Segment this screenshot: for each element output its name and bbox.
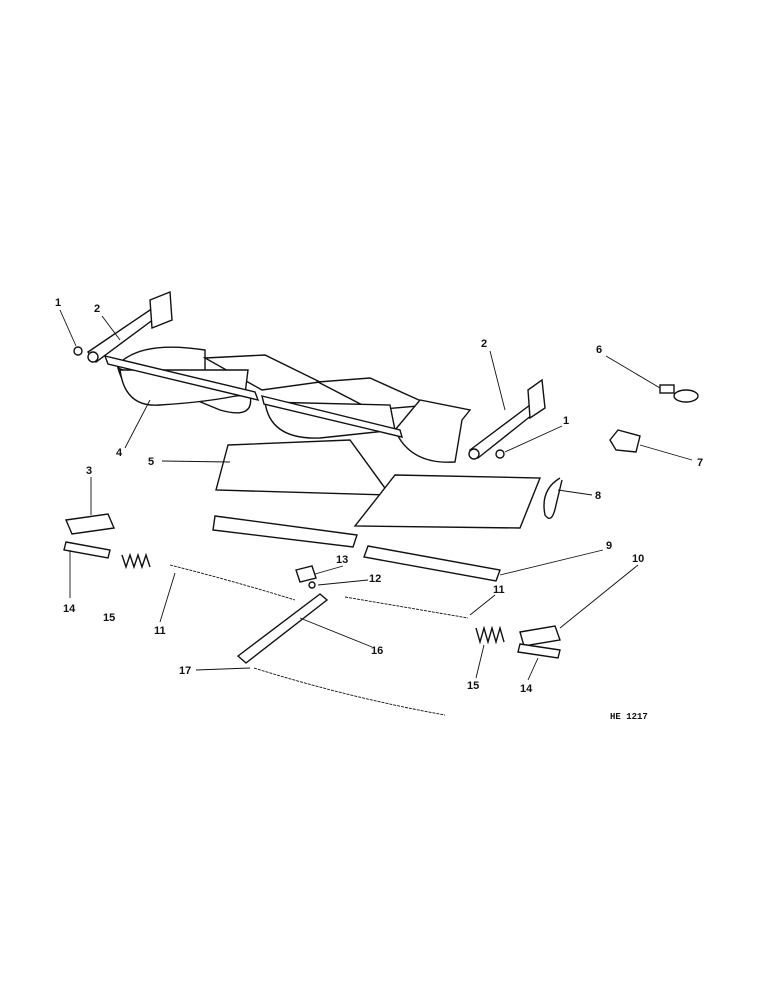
bar-right bbox=[363, 545, 501, 582]
callout-2: 2 bbox=[94, 303, 100, 315]
right-spring bbox=[475, 625, 505, 645]
right-washer bbox=[495, 449, 505, 459]
bar-left bbox=[212, 515, 358, 548]
left-washer bbox=[73, 346, 83, 356]
callout-17: 17 bbox=[179, 665, 191, 677]
callout-15: 15 bbox=[103, 612, 115, 624]
callout-14: 14 bbox=[63, 603, 76, 615]
callout-5: 5 bbox=[148, 456, 154, 468]
callout-3: 3 bbox=[86, 465, 92, 477]
left-mounting-arm bbox=[86, 290, 173, 363]
callout-15: 15 bbox=[467, 680, 479, 692]
cable bbox=[253, 667, 446, 716]
callout-11: 11 bbox=[154, 625, 166, 637]
callout-1: 1 bbox=[55, 297, 61, 309]
callout-12: 12 bbox=[369, 573, 381, 585]
callout-13: 13 bbox=[336, 554, 348, 566]
screen-right bbox=[353, 474, 542, 529]
right-chain bbox=[344, 596, 469, 619]
callout-4: 4 bbox=[116, 447, 123, 459]
nut bbox=[308, 581, 316, 589]
callout-11: 11 bbox=[493, 584, 505, 596]
drawing-reference: HE 1217 bbox=[610, 712, 648, 722]
latch-hook bbox=[543, 477, 563, 519]
right-pin bbox=[517, 643, 561, 659]
left-spring bbox=[121, 552, 151, 570]
callout-16: 16 bbox=[371, 645, 383, 657]
clip bbox=[609, 429, 641, 453]
trough-assembly bbox=[103, 346, 472, 463]
lever bbox=[236, 593, 329, 664]
callout-2: 2 bbox=[481, 338, 487, 350]
callout-8: 8 bbox=[595, 490, 601, 502]
right-bracket bbox=[519, 625, 561, 647]
callout-10: 10 bbox=[632, 553, 644, 565]
callout-1: 1 bbox=[563, 415, 569, 427]
left-chain bbox=[169, 564, 296, 601]
left-bracket bbox=[64, 513, 116, 535]
screen-left bbox=[215, 439, 392, 496]
callout-7: 7 bbox=[697, 457, 703, 469]
callout-14: 14 bbox=[520, 683, 533, 695]
right-mounting-arm bbox=[468, 378, 546, 460]
leader-lines bbox=[59, 309, 693, 681]
callout-6: 6 bbox=[596, 344, 602, 356]
callout-9: 9 bbox=[606, 540, 612, 552]
left-pin bbox=[63, 541, 111, 559]
small-plate bbox=[295, 565, 317, 583]
pin-with-ring bbox=[659, 384, 699, 403]
